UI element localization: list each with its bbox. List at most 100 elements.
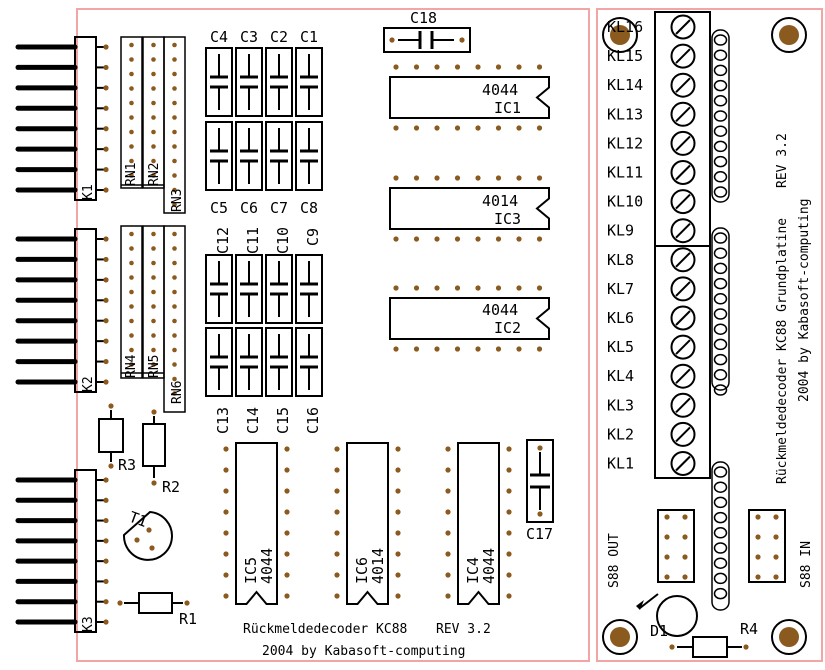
pad-ring — [713, 125, 728, 137]
pad-ring — [713, 557, 728, 569]
solder-pad — [129, 318, 134, 324]
solder-pad — [536, 64, 543, 70]
ic-type-label: 4044 — [480, 548, 498, 584]
capacitor-body — [205, 254, 233, 324]
capacitor-body — [265, 327, 293, 397]
solder-pad — [536, 236, 543, 242]
solder-pad — [151, 480, 157, 486]
solder-pad — [773, 574, 779, 580]
solder-pad — [129, 144, 134, 149]
solder-pad — [506, 530, 512, 536]
pad-strip — [711, 461, 730, 611]
pad-ring — [713, 338, 728, 351]
solder-pad — [103, 338, 109, 344]
terminal-label: KL16 — [607, 18, 643, 36]
pad-ring — [713, 369, 728, 381]
ic-name-label: IC1 — [494, 99, 521, 117]
solder-pad — [103, 619, 109, 625]
ic-body — [457, 442, 500, 605]
screw-slot — [675, 281, 691, 297]
ic-body — [346, 442, 389, 605]
cap-label: C10 — [274, 227, 292, 254]
solder-pad — [103, 318, 109, 324]
solder-pad — [103, 379, 109, 385]
capacitor-body — [235, 121, 263, 191]
solder-pad — [682, 554, 688, 560]
terminal-label: KL14 — [607, 76, 643, 94]
solder-pad — [103, 256, 109, 263]
screw-slot — [675, 164, 691, 181]
solder-pad — [495, 236, 502, 242]
screw-slot — [675, 222, 691, 239]
rn-label: RN5 — [147, 355, 162, 378]
connector-label-k2: K2 — [81, 376, 96, 392]
terminal-label: KL9 — [607, 222, 634, 240]
solder-pad — [151, 129, 156, 135]
solder-pad — [393, 285, 399, 291]
screw-slot — [675, 455, 691, 472]
solder-pad — [172, 57, 177, 62]
screw-terminal — [670, 392, 696, 418]
screw-slot — [675, 48, 691, 64]
solder-pad — [172, 158, 177, 164]
screw-slot — [675, 193, 691, 210]
solder-pad — [103, 64, 109, 71]
connector-label-k1: K1 — [81, 184, 96, 200]
solder-pad — [395, 488, 401, 494]
screw-slot — [675, 252, 691, 268]
solder-pad — [103, 297, 109, 303]
solder-pad — [129, 347, 134, 353]
solder-pad — [151, 158, 156, 164]
solder-pad — [129, 231, 134, 237]
capacitor-body — [295, 327, 323, 397]
led-arrow-head — [636, 600, 644, 610]
solder-pad — [743, 644, 749, 650]
solder-pad — [172, 129, 177, 135]
footer-revision: REV 3.2 — [436, 622, 491, 637]
solder-pad — [475, 125, 481, 131]
solder-pad — [393, 175, 399, 181]
solder-pad — [223, 488, 229, 494]
board-revision-vertical: REV 3.2 — [775, 133, 790, 188]
solder-pad — [445, 551, 451, 557]
terminal-board-outline — [596, 8, 823, 662]
s88-out-connector — [657, 509, 695, 583]
pad-ring — [713, 232, 728, 244]
solder-pad — [495, 125, 502, 131]
solder-pad — [434, 125, 440, 131]
solder-pad — [454, 64, 461, 70]
cap-label: C6 — [240, 199, 258, 217]
ic-name-label: IC6 — [353, 557, 371, 584]
solder-pad — [172, 246, 177, 251]
ic-body — [389, 187, 550, 230]
terminal-label: KL11 — [607, 164, 643, 182]
solder-pad — [129, 333, 134, 338]
solder-pad — [172, 376, 177, 382]
pad-ring — [713, 140, 728, 153]
mounting-hole-ring — [602, 17, 638, 53]
terminal-label: KL3 — [607, 396, 634, 414]
solder-pad — [664, 514, 670, 520]
solder-pad — [103, 44, 109, 50]
solder-pad — [413, 175, 420, 181]
ic-type-label: 4014 — [482, 192, 518, 210]
main-board-outline — [76, 8, 590, 662]
pad-strip — [711, 29, 730, 203]
solder-pad — [172, 231, 177, 237]
solder-pad — [773, 554, 779, 560]
cap-label-c17: C17 — [526, 525, 553, 543]
solder-pad — [103, 477, 109, 483]
solder-pad — [755, 574, 761, 580]
solder-pad — [334, 593, 340, 599]
pad-ring — [713, 34, 728, 46]
rn-label: RN2 — [147, 163, 162, 186]
solder-pad — [223, 467, 229, 473]
solder-pad — [434, 285, 440, 291]
resistor-label-r4: R4 — [740, 620, 758, 638]
ic-name-label: IC2 — [494, 319, 521, 337]
connector-body-k3 — [74, 469, 97, 633]
solder-pad — [506, 488, 512, 494]
pad-ring — [713, 49, 728, 61]
solder-pad — [334, 488, 340, 494]
screw-terminal — [670, 43, 696, 69]
